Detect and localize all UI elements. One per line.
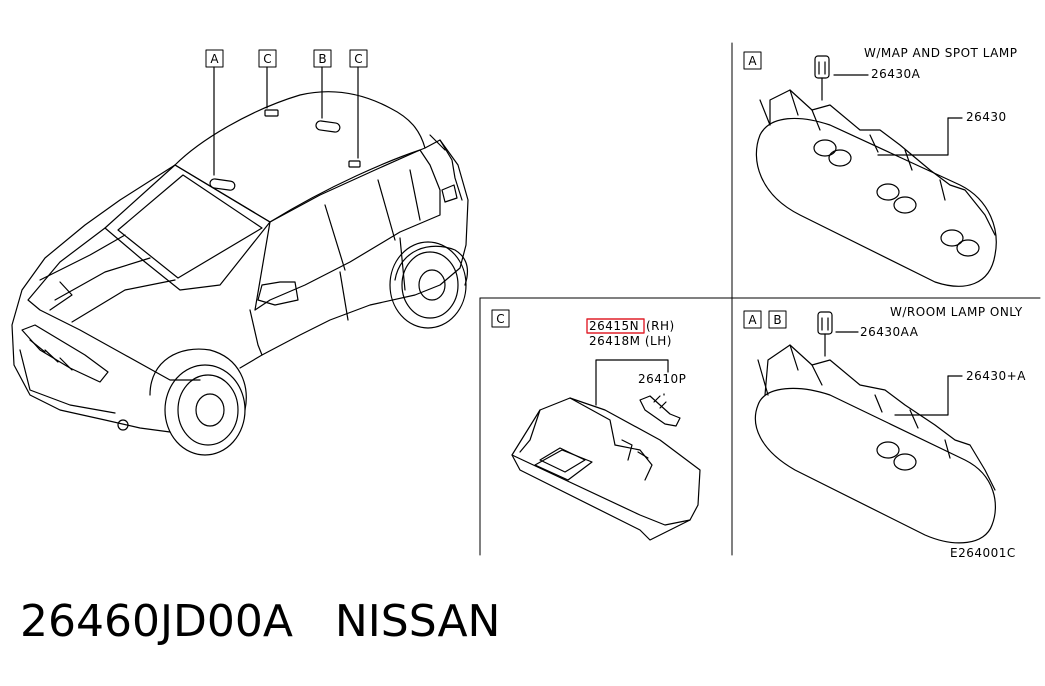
- part-label-rh-suffix: (RH): [646, 319, 675, 333]
- part-label-26418m: 26418M (LH): [589, 334, 672, 348]
- part-label-26410p: 26410P: [638, 372, 686, 386]
- car-illustration: [11, 66, 469, 456]
- parts-diagram: A C B C A W/MAP AND SPOT LAMP 26430A 264…: [11, 42, 1041, 560]
- part-label-26430: 26430: [966, 110, 1007, 124]
- map-spot-lamp-drawing: [755, 55, 997, 287]
- panel-a-callout: A: [748, 54, 757, 68]
- part-label-26430aa: 26430AA: [860, 325, 919, 339]
- panel-ab-callout-a: A: [748, 313, 757, 327]
- callout-car-2: C: [263, 52, 271, 66]
- callout-car-3: B: [318, 52, 326, 66]
- callout-car-1: A: [210, 52, 219, 66]
- part-label-26430-a: 26430+A: [966, 369, 1026, 383]
- room-lamp-only-drawing: [754, 311, 996, 544]
- callout-car-4: C: [354, 52, 362, 66]
- panel-ab-callout-b: B: [773, 313, 781, 327]
- part-label-26415n: 26415N: [589, 319, 639, 333]
- panel-a-title: W/MAP AND SPOT LAMP: [864, 46, 1017, 60]
- part-label-26430a: 26430A: [871, 67, 921, 81]
- room-lamp-unit-drawing: [511, 359, 701, 541]
- diagram-code: E264001C: [950, 546, 1016, 560]
- panel-c-callout: C: [496, 312, 504, 326]
- panel-ab-title: W/ROOM LAMP ONLY: [890, 305, 1023, 319]
- footer-part-number-and-brand: 26460JD00A NISSAN: [20, 596, 501, 647]
